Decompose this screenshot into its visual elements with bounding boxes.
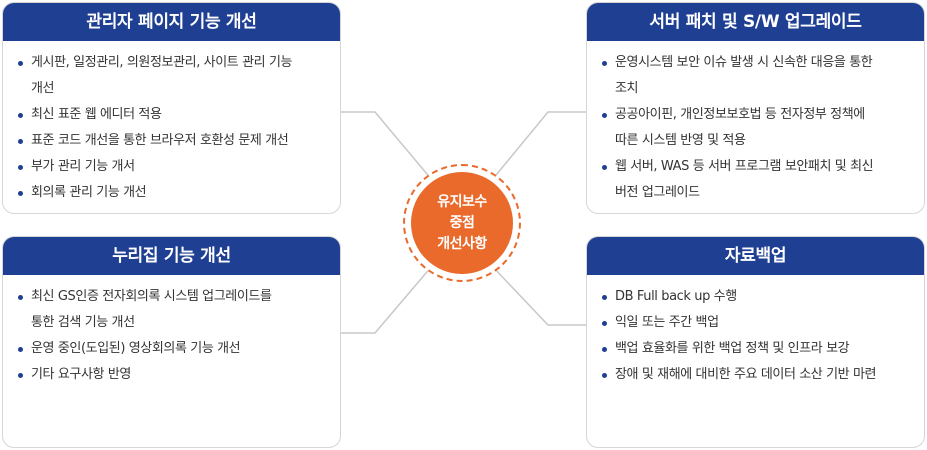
list-item: 공공아이핀, 개인정보보호법 등 전자정부 정책에 <box>601 102 914 128</box>
list-item: 익일 또는 주간 백업 <box>601 310 914 336</box>
center-label-line: 개선사항 <box>437 235 487 252</box>
panel-list: DB Full back up 수행 익일 또는 주간 백업 백업 효율화를 위… <box>587 275 924 388</box>
panel-title: 서버 패치 및 S/W 업그레이드 <box>587 3 924 41</box>
list-item-continuation: 조치 <box>615 81 639 96</box>
center-label-line: 중점 <box>449 214 475 231</box>
center-hub: 유지보수 중점 개선사항 <box>403 164 521 282</box>
list-item-continuation: 통한 검색 기능 개선 <box>31 315 135 330</box>
panel-title: 자료백업 <box>587 237 924 275</box>
panel-backup: 자료백업 DB Full back up 수행 익일 또는 주간 백업 백업 효… <box>586 236 925 448</box>
list-item: 회의록 관리 기능 개선 <box>17 180 330 206</box>
connector-top-right <box>491 111 586 181</box>
panel-title: 누리집 기능 개선 <box>3 237 340 275</box>
panel-title: 관리자 페이지 기능 개선 <box>3 3 340 41</box>
list-item: 최신 GS인증 전자회의록 시스템 업그레이드를 <box>17 284 330 310</box>
connector-bottom-left <box>341 265 433 334</box>
list-item: 표준 코드 개선을 통한 브라우저 호환성 문제 개선 <box>17 128 330 154</box>
list-item: 백업 효율화를 위한 백업 정책 및 인프라 보강 <box>601 336 914 362</box>
list-item: 장애 및 재해에 대비한 주요 데이터 소산 기반 마련 <box>601 362 914 388</box>
list-item: 운영시스템 보안 이슈 발생 시 신속한 대응을 통한 <box>601 50 914 76</box>
list-item: 웹 서버, WAS 등 서버 프로그램 보안패치 및 최신 <box>601 154 914 180</box>
center-hub-circle: 유지보수 중점 개선사항 <box>411 172 513 274</box>
list-item: 부가 관리 기능 개서 <box>17 154 330 180</box>
panel-nurijip: 누리집 기능 개선 최신 GS인증 전자회의록 시스템 업그레이드를 통한 검색… <box>2 236 341 448</box>
list-item: 운영 중인(도입된) 영상회의록 기능 개선 <box>17 336 330 362</box>
list-item-continuation: 개선 <box>31 81 55 96</box>
panel-list: 운영시스템 보안 이슈 발생 시 신속한 대응을 통한 조치 공공아이핀, 개인… <box>587 41 924 206</box>
panel-list: 게시판, 일정관리, 의원정보관리, 사이트 관리 기능 개선 최신 표준 웹 … <box>3 41 340 206</box>
list-item-continuation: 따른 시스템 반영 및 적용 <box>615 133 746 148</box>
panel-list: 최신 GS인증 전자회의록 시스템 업그레이드를 통한 검색 기능 개선 운영 … <box>3 275 340 388</box>
list-item-continuation: 버전 업그레이드 <box>615 185 700 200</box>
list-item: 기타 요구사항 반영 <box>17 362 330 388</box>
list-item: 최신 표준 웹 에디터 적용 <box>17 102 330 128</box>
center-label-line: 유지보수 <box>437 193 487 210</box>
connector-top-left <box>341 111 433 181</box>
panel-server-patch: 서버 패치 및 S/W 업그레이드 운영시스템 보안 이슈 발생 시 신속한 대… <box>586 2 925 214</box>
list-item: DB Full back up 수행 <box>601 284 914 310</box>
list-item: 게시판, 일정관리, 의원정보관리, 사이트 관리 기능 <box>17 50 330 76</box>
panel-admin-page: 관리자 페이지 기능 개선 게시판, 일정관리, 의원정보관리, 사이트 관리 … <box>2 2 341 214</box>
connector-bottom-right <box>491 265 586 326</box>
